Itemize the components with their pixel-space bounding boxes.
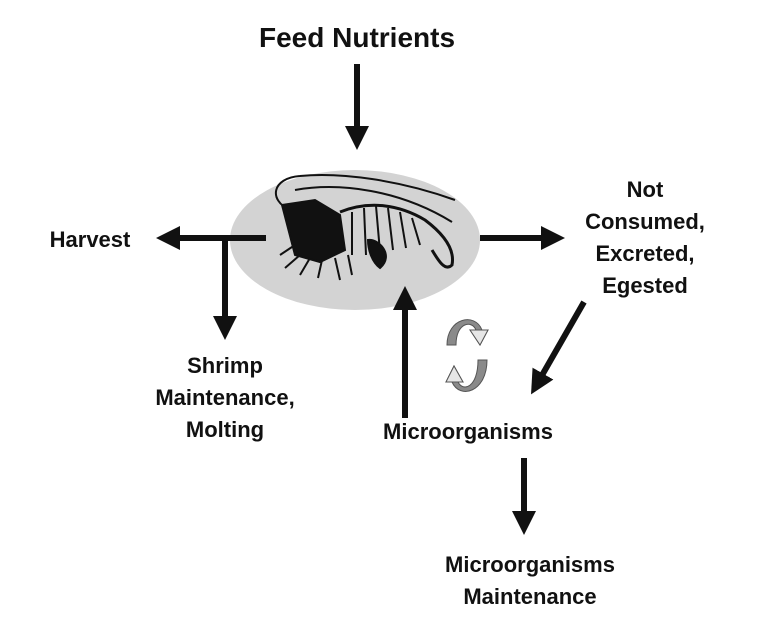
- label-line: Shrimp: [187, 353, 263, 378]
- label-line: Maintenance,: [155, 385, 295, 410]
- label-line: Molting: [185, 417, 265, 442]
- microorganisms-maintenance-label: Microorganisms Maintenance: [415, 549, 645, 613]
- harvest-label: Harvest: [49, 227, 131, 252]
- label-line: Consumed,: [585, 209, 705, 234]
- shrimp-maintenance-label: Shrimp Maintenance, Molting: [135, 350, 315, 446]
- shrimp-ellipse: [230, 170, 480, 310]
- label-line: Maintenance: [463, 584, 597, 609]
- microorganisms-label: Microorganisms: [383, 419, 553, 444]
- shrimp-icon: [274, 174, 456, 281]
- label-line: Excreted,: [595, 241, 695, 266]
- flow-arrows: [156, 64, 587, 535]
- label-line: Not: [626, 177, 664, 202]
- label-line: Microorganisms: [445, 552, 615, 577]
- recycle-icon: [445, 319, 489, 392]
- label-line: Egested: [602, 273, 688, 298]
- waste-to-microbe-arrow: [531, 300, 587, 395]
- diagram-title: Feed Nutrients: [258, 22, 456, 53]
- not-consumed-label: Not Consumed, Excreted, Egested: [565, 174, 725, 302]
